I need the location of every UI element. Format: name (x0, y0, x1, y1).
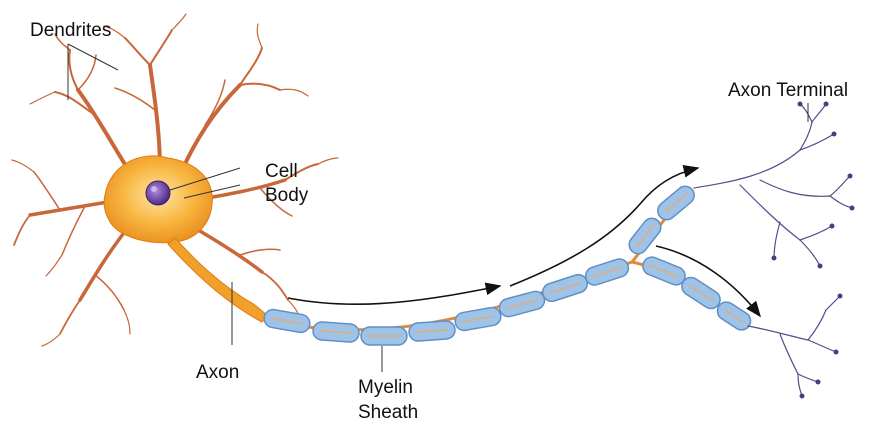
axon (167, 237, 269, 323)
label-cell: Cell (265, 161, 298, 182)
axon-terminal-upper (693, 101, 855, 269)
signal-arrows (287, 165, 761, 318)
arrow-upper (509, 165, 700, 287)
label-sheath: Sheath (358, 402, 418, 423)
leader-lines (67, 43, 809, 372)
label-axon: Axon (196, 362, 239, 383)
label-dendrites: Dendrites (30, 20, 111, 41)
axon-terminal-lower (747, 293, 843, 399)
label-myelin: Myelin (358, 377, 413, 398)
arrow-lower (655, 245, 761, 318)
label-axon-terminal: Axon Terminal (728, 80, 848, 101)
label-body: Body (265, 185, 309, 206)
arrow-main (287, 282, 502, 306)
myelin-sheath (263, 185, 752, 346)
nucleus (145, 180, 171, 206)
